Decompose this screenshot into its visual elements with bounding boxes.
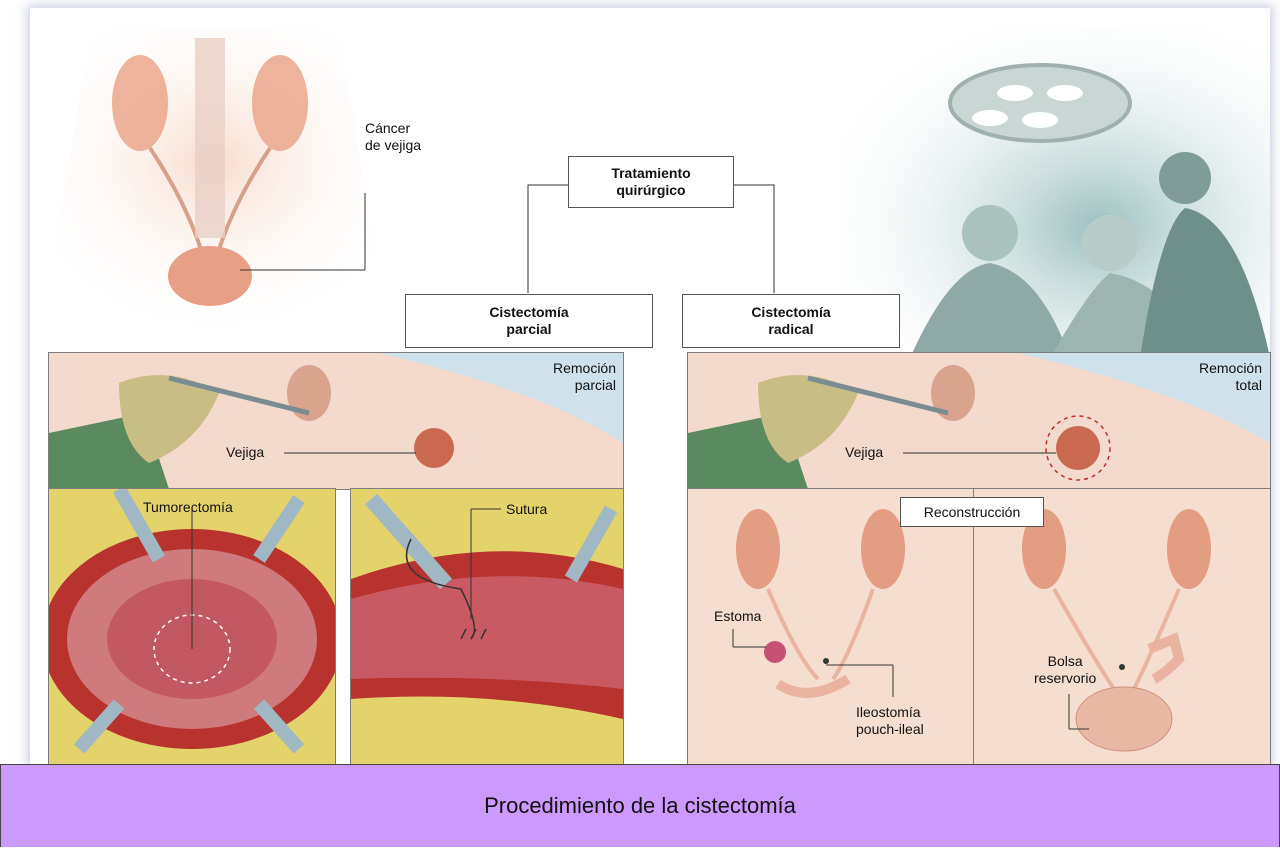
box-radical-line1: Cistectomía: [683, 304, 899, 321]
label-vejiga-right: Vejiga: [845, 444, 883, 461]
label-bolsa-reservorio: Bolsa reservorio: [1034, 653, 1096, 687]
box-cistectomia-radical: Cistectomía radical: [682, 294, 900, 348]
label-estoma: Estoma: [714, 608, 761, 625]
panel-sutura: [350, 488, 624, 766]
panel-bolsa-reservorio: [973, 488, 1271, 766]
label-remocion-total-line2: total: [1162, 377, 1262, 394]
caption-bar: Procedimiento de la cistectomía: [0, 764, 1280, 847]
box-radical-line2: radical: [683, 321, 899, 338]
box-tratamiento-quirurgico: Tratamiento quirúrgico: [568, 156, 734, 208]
label-vejiga-left: Vejiga: [226, 444, 264, 461]
box-parcial-line2: parcial: [406, 321, 652, 338]
diagram-frame: Cáncer de vejiga: [30, 8, 1270, 764]
box-reconstruccion-label: Reconstrucción: [901, 504, 1043, 521]
label-bolsa-line2: reservorio: [1034, 670, 1096, 687]
caption-text: Procedimiento de la cistectomía: [484, 793, 796, 819]
label-remocion-total-line1: Remoción: [1162, 360, 1262, 377]
box-parcial-line1: Cistectomía: [406, 304, 652, 321]
label-bolsa-line1: Bolsa: [1034, 653, 1096, 670]
label-remocion-parcial-line1: Remoción: [518, 360, 616, 377]
label-ileostomia-line1: Ileostomía: [856, 704, 924, 721]
label-remocion-total: Remoción total: [1162, 360, 1262, 394]
label-ileostomia-line2: pouch-ileal: [856, 721, 924, 738]
label-sutura: Sutura: [506, 501, 547, 518]
panel-tumorectomia: [48, 488, 336, 766]
box-cistectomia-parcial: Cistectomía parcial: [405, 294, 653, 348]
box-tratamiento-line2: quirúrgico: [569, 182, 733, 199]
panel-ileostomia: [687, 488, 975, 766]
box-tratamiento-line1: Tratamiento: [569, 165, 733, 182]
box-reconstruccion: Reconstrucción: [900, 497, 1044, 527]
label-remocion-parcial: Remoción parcial: [518, 360, 616, 394]
label-ileostomia: Ileostomía pouch-ileal: [856, 704, 924, 738]
label-tumorectomia: Tumorectomía: [143, 499, 233, 516]
label-remocion-parcial-line2: parcial: [518, 377, 616, 394]
